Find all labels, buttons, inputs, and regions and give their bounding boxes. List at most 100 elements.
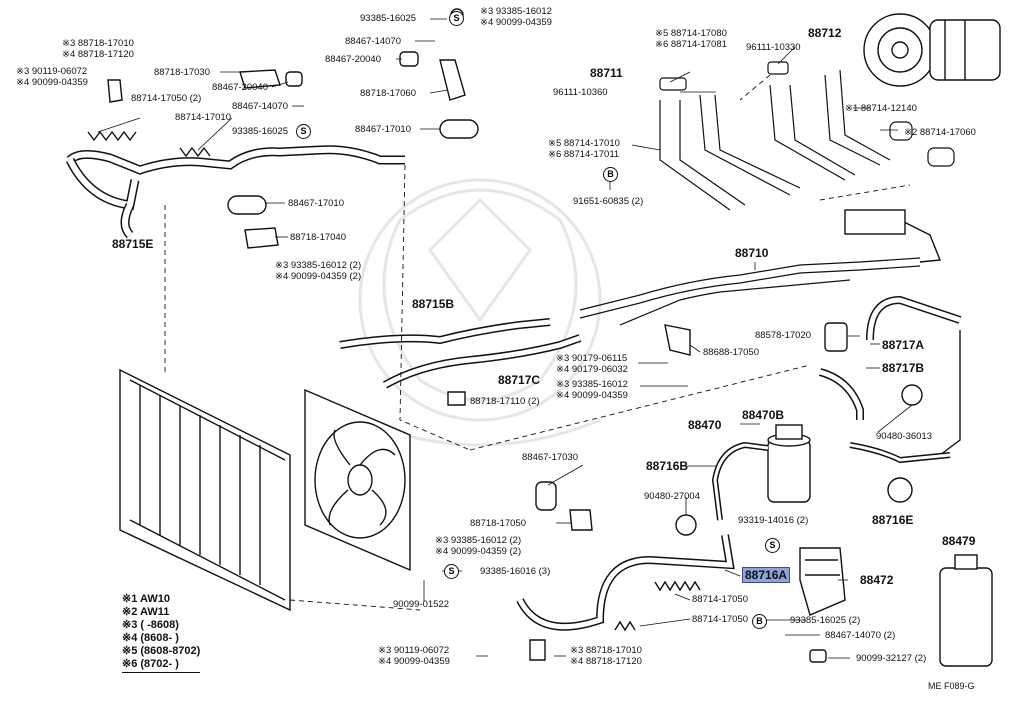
note-5: ※5 (8608-8702) bbox=[122, 645, 201, 657]
label-90099-04359-top: ※4 90099-04359 bbox=[480, 17, 552, 28]
label-90099-04359-tl: ※4 90099-04359 bbox=[16, 77, 88, 88]
s-symbol: S bbox=[449, 11, 464, 26]
label-90480-36013: 90480-36013 bbox=[876, 431, 932, 442]
label-91651-60835: 91651-60835 (2) bbox=[573, 196, 644, 207]
spring-88714-17050-b1 bbox=[654, 580, 701, 592]
label-88467-14070-top: 88467-14070 bbox=[345, 36, 401, 47]
spring-88714-17010 bbox=[179, 146, 211, 158]
label-88714-17010-r: ※5 88714-17010 bbox=[548, 138, 620, 149]
label-88479: 88479 bbox=[942, 534, 976, 548]
label-88467-14070-mid: 88467-14070 bbox=[232, 101, 288, 112]
label-88716A[interactable]: 88716A bbox=[742, 567, 791, 583]
label-88716E: 88716E bbox=[872, 513, 914, 527]
watermark-emblem bbox=[358, 178, 602, 447]
b-symbol: B bbox=[603, 167, 618, 182]
label-93385-16012-bl: ※3 93385-16012 (2) bbox=[435, 535, 522, 546]
hose-88716E bbox=[849, 442, 951, 503]
label-88718-17010-tl: ※3 88718-17010 bbox=[62, 38, 134, 49]
label-88718-17040: 88718-17040 bbox=[290, 232, 346, 243]
note-2: ※2 AW11 bbox=[122, 606, 170, 618]
label-90480-27004: 90480-27004 bbox=[644, 491, 700, 502]
label-90099-04359-r: ※4 90099-04359 bbox=[556, 390, 628, 401]
label-90179-06032: ※4 90179-06032 bbox=[556, 364, 628, 375]
grommet-90480-27004 bbox=[675, 514, 697, 536]
s-symbol: S bbox=[296, 124, 311, 139]
label-88716B: 88716B bbox=[646, 459, 689, 473]
hose-88715E bbox=[65, 145, 405, 239]
label-88718-17050: 88718-17050 bbox=[470, 518, 526, 529]
label-88718-17120-tl: ※4 88718-17120 bbox=[62, 49, 134, 60]
tube-88467-20040-mid bbox=[285, 71, 303, 87]
label-88718-17030: 88718-17030 bbox=[154, 67, 210, 78]
label-93385-16016: 93385-16016 (3) bbox=[480, 566, 551, 577]
label-88714-17011: ※6 88714-17011 bbox=[548, 149, 620, 160]
label-88714-17010-mid: 88714-17010 bbox=[175, 112, 231, 123]
cooling-fan bbox=[304, 388, 411, 572]
label-88467-17030: 88467-17030 bbox=[522, 452, 578, 463]
clamp-88718-17040 bbox=[244, 227, 279, 249]
spring-88714-17050-tl bbox=[87, 130, 137, 142]
label-90179-06115: ※3 90179-06115 bbox=[556, 353, 628, 364]
label-88472: 88472 bbox=[860, 573, 894, 587]
s-symbol: S bbox=[444, 564, 459, 579]
hose-group-88711 bbox=[659, 61, 955, 211]
label-88467-14070-b: 88467-14070 (2) bbox=[825, 630, 896, 641]
label-88714-17081: ※6 88714-17081 bbox=[655, 39, 727, 50]
label-88718-17060: 88718-17060 bbox=[360, 88, 416, 99]
clamp-88718-17030 bbox=[239, 69, 281, 89]
label-88714-12140: ※1 88714-12140 bbox=[845, 103, 917, 114]
label-88470: 88470 bbox=[688, 418, 722, 432]
condenser bbox=[119, 368, 291, 612]
label-88714-17050-b2: 88714-17050 bbox=[692, 614, 748, 625]
label-88714-17060: ※2 88714-17060 bbox=[904, 127, 976, 138]
note-6: ※6 (8702- ) bbox=[122, 658, 179, 670]
label-88714-17080: ※5 88714-17080 bbox=[655, 28, 727, 39]
label-96111-10330: 96111-10330 bbox=[746, 42, 801, 53]
leader-lines bbox=[97, 18, 913, 659]
tube-88467-17030 bbox=[535, 481, 557, 511]
clamp-88718-17060 bbox=[439, 59, 466, 101]
spring-88714-17050-b2 bbox=[614, 620, 636, 632]
s-symbol: S bbox=[765, 538, 780, 553]
clamp-88718-17110 bbox=[447, 391, 466, 406]
label-88714-17050-b1: 88714-17050 bbox=[692, 594, 748, 605]
bracket-88472 bbox=[799, 547, 846, 616]
bracket-88688-17050 bbox=[664, 324, 691, 356]
label-96111-10360: 96111-10360 bbox=[553, 87, 608, 98]
label-90099-32127: 90099-32127 (2) bbox=[856, 653, 927, 664]
label-88467-20040-top: 88467-20040 bbox=[325, 54, 381, 65]
label-90099-04359-b: ※4 90099-04359 bbox=[378, 656, 450, 667]
label-88715E: 88715E bbox=[112, 237, 154, 251]
b-symbol: B bbox=[752, 614, 767, 629]
hose-88710 bbox=[579, 209, 941, 326]
label-93385-16025-mid: 93385-16025 bbox=[232, 126, 288, 137]
compressor-88712 bbox=[863, 13, 1001, 87]
notes-legend: ※1 AW10 ※2 AW11 ※3 ( -8608) ※4 (8608- ) … bbox=[122, 593, 201, 673]
tube-88467-17010-b bbox=[439, 119, 479, 139]
reference-code: ME F089-G bbox=[928, 681, 975, 691]
label-88718-17120-b: ※4 88718-17120 bbox=[570, 656, 642, 667]
label-88470B: 88470B bbox=[742, 408, 785, 422]
label-93385-16012-mid: ※3 93385-16012 (2) bbox=[275, 260, 362, 271]
label-88711: 88711 bbox=[590, 66, 623, 80]
clamp-88718-17050 bbox=[569, 509, 593, 531]
receiver-88470 bbox=[767, 424, 811, 503]
bottle-88479 bbox=[939, 554, 993, 667]
tube-88467-17010-a bbox=[227, 195, 267, 215]
clamp-88718-17010-b bbox=[529, 639, 546, 661]
label-88717B: 88717B bbox=[882, 361, 925, 375]
label-90099-04359-bl: ※4 90099-04359 (2) bbox=[435, 546, 522, 557]
label-90099-04359-mid: ※4 90099-04359 (2) bbox=[275, 271, 362, 282]
label-88467-17010-b: 88467-17010 bbox=[355, 124, 411, 135]
hose-88717A bbox=[866, 295, 962, 341]
nut-90099-32127 bbox=[809, 649, 827, 663]
label-88578-17020: 88578-17020 bbox=[755, 330, 811, 341]
label-88714-17050-tl: 88714-17050 (2) bbox=[131, 93, 202, 104]
label-88717A: 88717A bbox=[882, 338, 925, 352]
label-93385-16012-r: ※3 93385-16012 bbox=[556, 379, 628, 390]
cushion-88578-17020 bbox=[824, 322, 848, 352]
label-88718-17010-b: ※3 88718-17010 bbox=[570, 645, 642, 656]
reference-lines bbox=[164, 74, 911, 611]
